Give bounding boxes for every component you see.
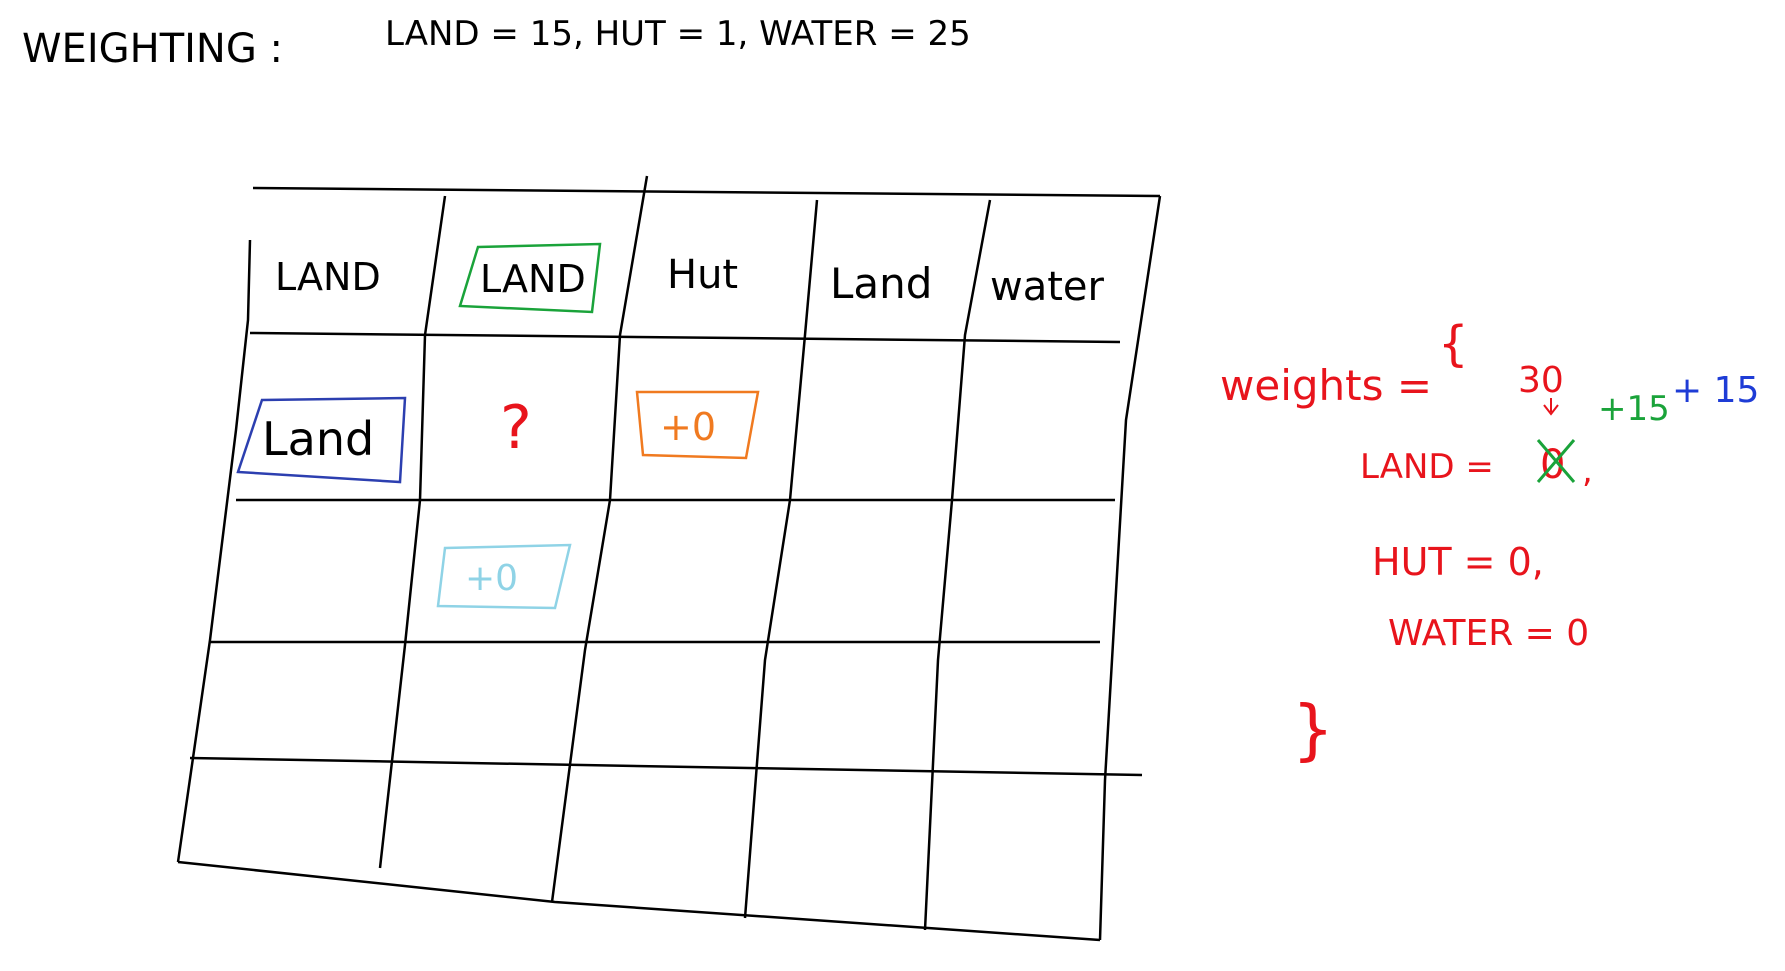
weighting-formula: LAND = 15, HUT = 1, WATER = 25 (385, 14, 971, 54)
header-cell-land-2-box: LAND (458, 242, 602, 314)
weights-title: weights = (1220, 361, 1432, 410)
row2-plus-zero-box: +0 (436, 543, 572, 610)
row2-cell-plus-zero: +0 (465, 558, 518, 599)
weights-hut-line: HUT = 0, (1372, 540, 1544, 584)
weights-water-line: WATER = 0 (1388, 613, 1589, 654)
weights-land-new-value: 30 (1518, 360, 1564, 401)
weights-land-label: LAND = (1360, 447, 1494, 487)
row1-land-box: Land (236, 396, 407, 484)
row1-question-mark: ? (500, 393, 532, 463)
weights-land-adds-blue: + 15 (1672, 370, 1759, 411)
grid-left-border (176, 239, 252, 863)
row1-plus-zero-box: +0 (635, 390, 760, 460)
grid-vline-4 (923, 199, 992, 931)
weights-land-adds-green: +15 (1598, 389, 1670, 429)
grid-right-border (1098, 195, 1162, 941)
header-cell-land-3: Land (830, 259, 932, 308)
grid-hline-1 (249, 331, 1121, 344)
weighting-label: WEIGHTING : (22, 26, 283, 72)
weights-land-strike (1536, 439, 1576, 483)
row1-cell-land: Land (262, 412, 374, 466)
header-cell-land-2: LAND (480, 257, 586, 301)
grid-vline-1 (378, 195, 447, 869)
grid-vline-3 (743, 199, 819, 919)
grid-hline-4 (189, 756, 1143, 777)
weights-arrow (1543, 398, 1559, 416)
row1-cell-plus-zero: +0 (660, 405, 716, 449)
header-cell-water: water (990, 264, 1105, 310)
weights-annotation: weights = { 30 +15 + 15 LAND = 0 , HUT =… (1220, 316, 1759, 768)
header-cell-hut: Hut (667, 252, 738, 298)
grid-vline-2 (550, 175, 649, 903)
weights-land-old-suffix: , (1582, 451, 1593, 491)
grid-lines (176, 175, 1162, 942)
header-cell-land-1: LAND (275, 255, 381, 299)
grid-bottom-border (177, 860, 1101, 942)
grid-top-border (252, 186, 1161, 198)
weights-open-brace: { (1438, 316, 1469, 372)
weights-close-brace: } (1292, 691, 1334, 768)
